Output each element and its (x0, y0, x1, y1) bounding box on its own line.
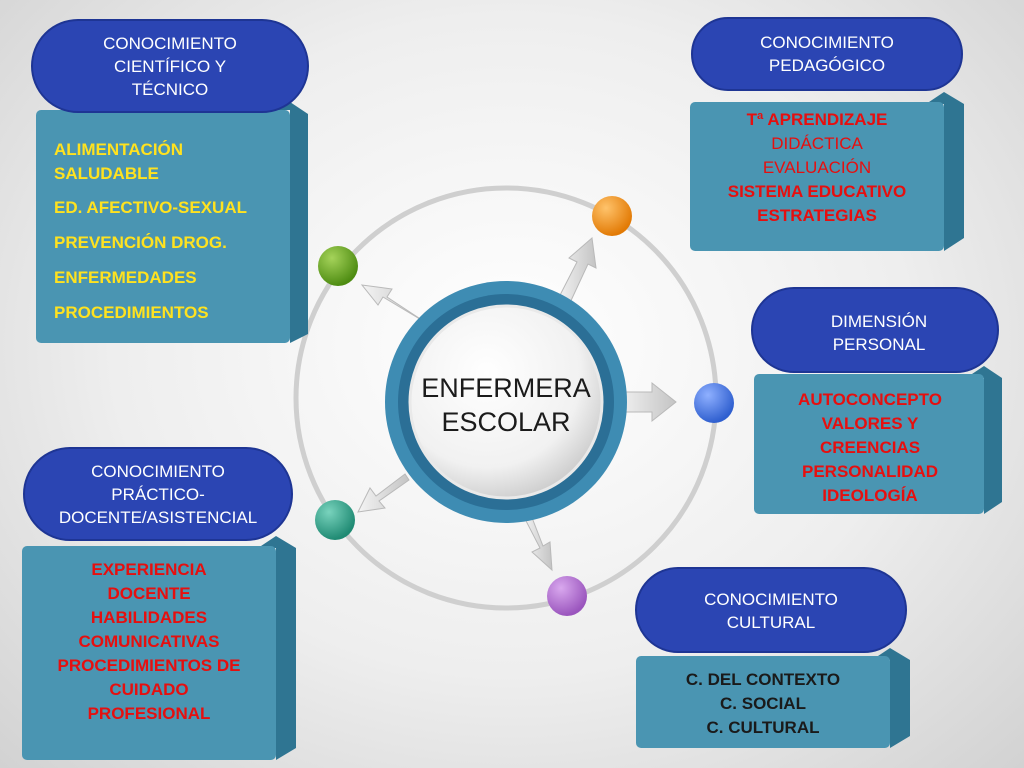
title-line: PERSONAL (832, 335, 926, 354)
box-shape (31, 19, 309, 343)
box-conocimiento-pedagogico: CONOCIMIENTO PEDAGÓGICO Tª APRENDIZAJE D… (688, 17, 964, 251)
box-conocimiento-practico: CONOCIMIENTO PRÁCTICO- DOCENTE/ASISTENCI… (20, 447, 296, 760)
node-orange (592, 196, 632, 236)
list-item: VALORES Y (821, 414, 919, 433)
box-items: AUTOCONCEPTO VALORES Y CREENCIAS PERSONA… (756, 388, 984, 508)
center-label: ENFERMERA ESCOLAR (400, 368, 612, 442)
box-items: ALIMENTACIÓN SALUDABLE ED. AFECTIVO-SEXU… (54, 138, 286, 325)
box-title: CONOCIMIENTO CULTURAL (636, 584, 906, 638)
center-line-1: ENFERMERA (421, 373, 591, 403)
list-item: CREENCIAS (819, 438, 921, 457)
list-item: PROCEDIMIENTOS DE (57, 656, 241, 675)
list-item: C. SOCIAL (720, 694, 806, 713)
list-item: ENFERMEDADES (54, 268, 197, 287)
list-item: DIDÁCTICA (771, 134, 863, 153)
box-shape (635, 567, 910, 748)
arrow-to-top-left (360, 284, 423, 321)
title-line: DOCENTE/ASISTENCIAL (58, 507, 258, 527)
list-item: IDEOLOGÍA (822, 486, 918, 505)
box-shape (690, 17, 964, 251)
list-item: CUIDADO (109, 680, 189, 699)
title-line: PEDAGÓGICO (768, 56, 886, 75)
center-line-2: ESCOLAR (441, 407, 571, 437)
list-item: COMUNICATIVAS (78, 632, 220, 651)
box-title: CONOCIMIENTO CIENTÍFICO Y TÉCNICO (32, 24, 308, 108)
title-line: CONOCIMIENTO (760, 33, 894, 52)
list-item: PREVENCIÓN DROG. (54, 233, 227, 252)
list-item: EVALUACIÓN (762, 158, 872, 177)
list-item: SISTEMA EDUCATIVO (727, 182, 907, 201)
box-title: CONOCIMIENTO PRÁCTICO- DOCENTE/ASISTENCI… (24, 456, 292, 532)
list-item: AUTOCONCEPTO (798, 390, 942, 409)
title-line: CULTURAL (726, 613, 816, 632)
list-item: PROCEDIMIENTOS (54, 303, 209, 322)
list-item: C. CULTURAL (706, 718, 820, 737)
list-item: HABILIDADES (90, 608, 208, 627)
box-items: Tª APRENDIZAJE DIDÁCTICA EVALUACIÓN SIST… (690, 108, 944, 228)
box-dimension-personal: DIMENSIÓN PERSONAL AUTOCONCEPTO VALORES … (751, 287, 1002, 514)
box-title: DIMENSIÓN PERSONAL (756, 304, 1002, 362)
list-item: DOCENTE (107, 584, 191, 603)
list-item: ED. AFECTIVO-SEXUAL (54, 198, 247, 217)
list-item: Tª APRENDIZAJE (746, 110, 888, 129)
title-line: PRÁCTICO- (111, 484, 205, 504)
arrow-to-top-right (556, 237, 597, 308)
box-items: C. DEL CONTEXTO C. SOCIAL C. CULTURAL (636, 668, 890, 740)
box-items: EXPERIENCIA DOCENTE HABILIDADES COMUNICA… (22, 558, 276, 726)
title-line: CIENTÍFICO Y (113, 56, 227, 76)
title-line: TÉCNICO (131, 79, 209, 99)
list-item: C. DEL CONTEXTO (685, 670, 841, 689)
list-item: PERSONALIDAD (801, 462, 938, 481)
node-teal (315, 500, 355, 540)
node-blue (694, 383, 734, 423)
node-green (318, 246, 358, 286)
title-line: CONOCIMIENTO (704, 590, 838, 609)
title-line: CONOCIMIENTO (91, 461, 225, 481)
title-line: CONOCIMIENTO (103, 33, 237, 53)
box-conocimiento-cientifico: CONOCIMIENTO CIENTÍFICO Y TÉCNICO ALIMEN… (31, 19, 309, 343)
arrow-to-bottom-left (357, 473, 410, 513)
box-conocimiento-cultural: CONOCIMIENTO CULTURAL C. DEL CONTEXTO C.… (634, 567, 910, 748)
box-title: CONOCIMIENTO PEDAGÓGICO (692, 20, 962, 88)
list-item: PROFESIONAL (87, 704, 211, 723)
box-shape (22, 447, 296, 760)
list-item: EXPERIENCIA (91, 560, 207, 579)
list-item: ESTRATEGIAS (757, 206, 877, 225)
title-line: DIMENSIÓN (830, 312, 928, 331)
box-shape (751, 287, 1002, 514)
node-purple (547, 576, 587, 616)
center-disc (408, 304, 604, 500)
list-item: ALIMENTACIÓN SALUDABLE (54, 140, 184, 183)
